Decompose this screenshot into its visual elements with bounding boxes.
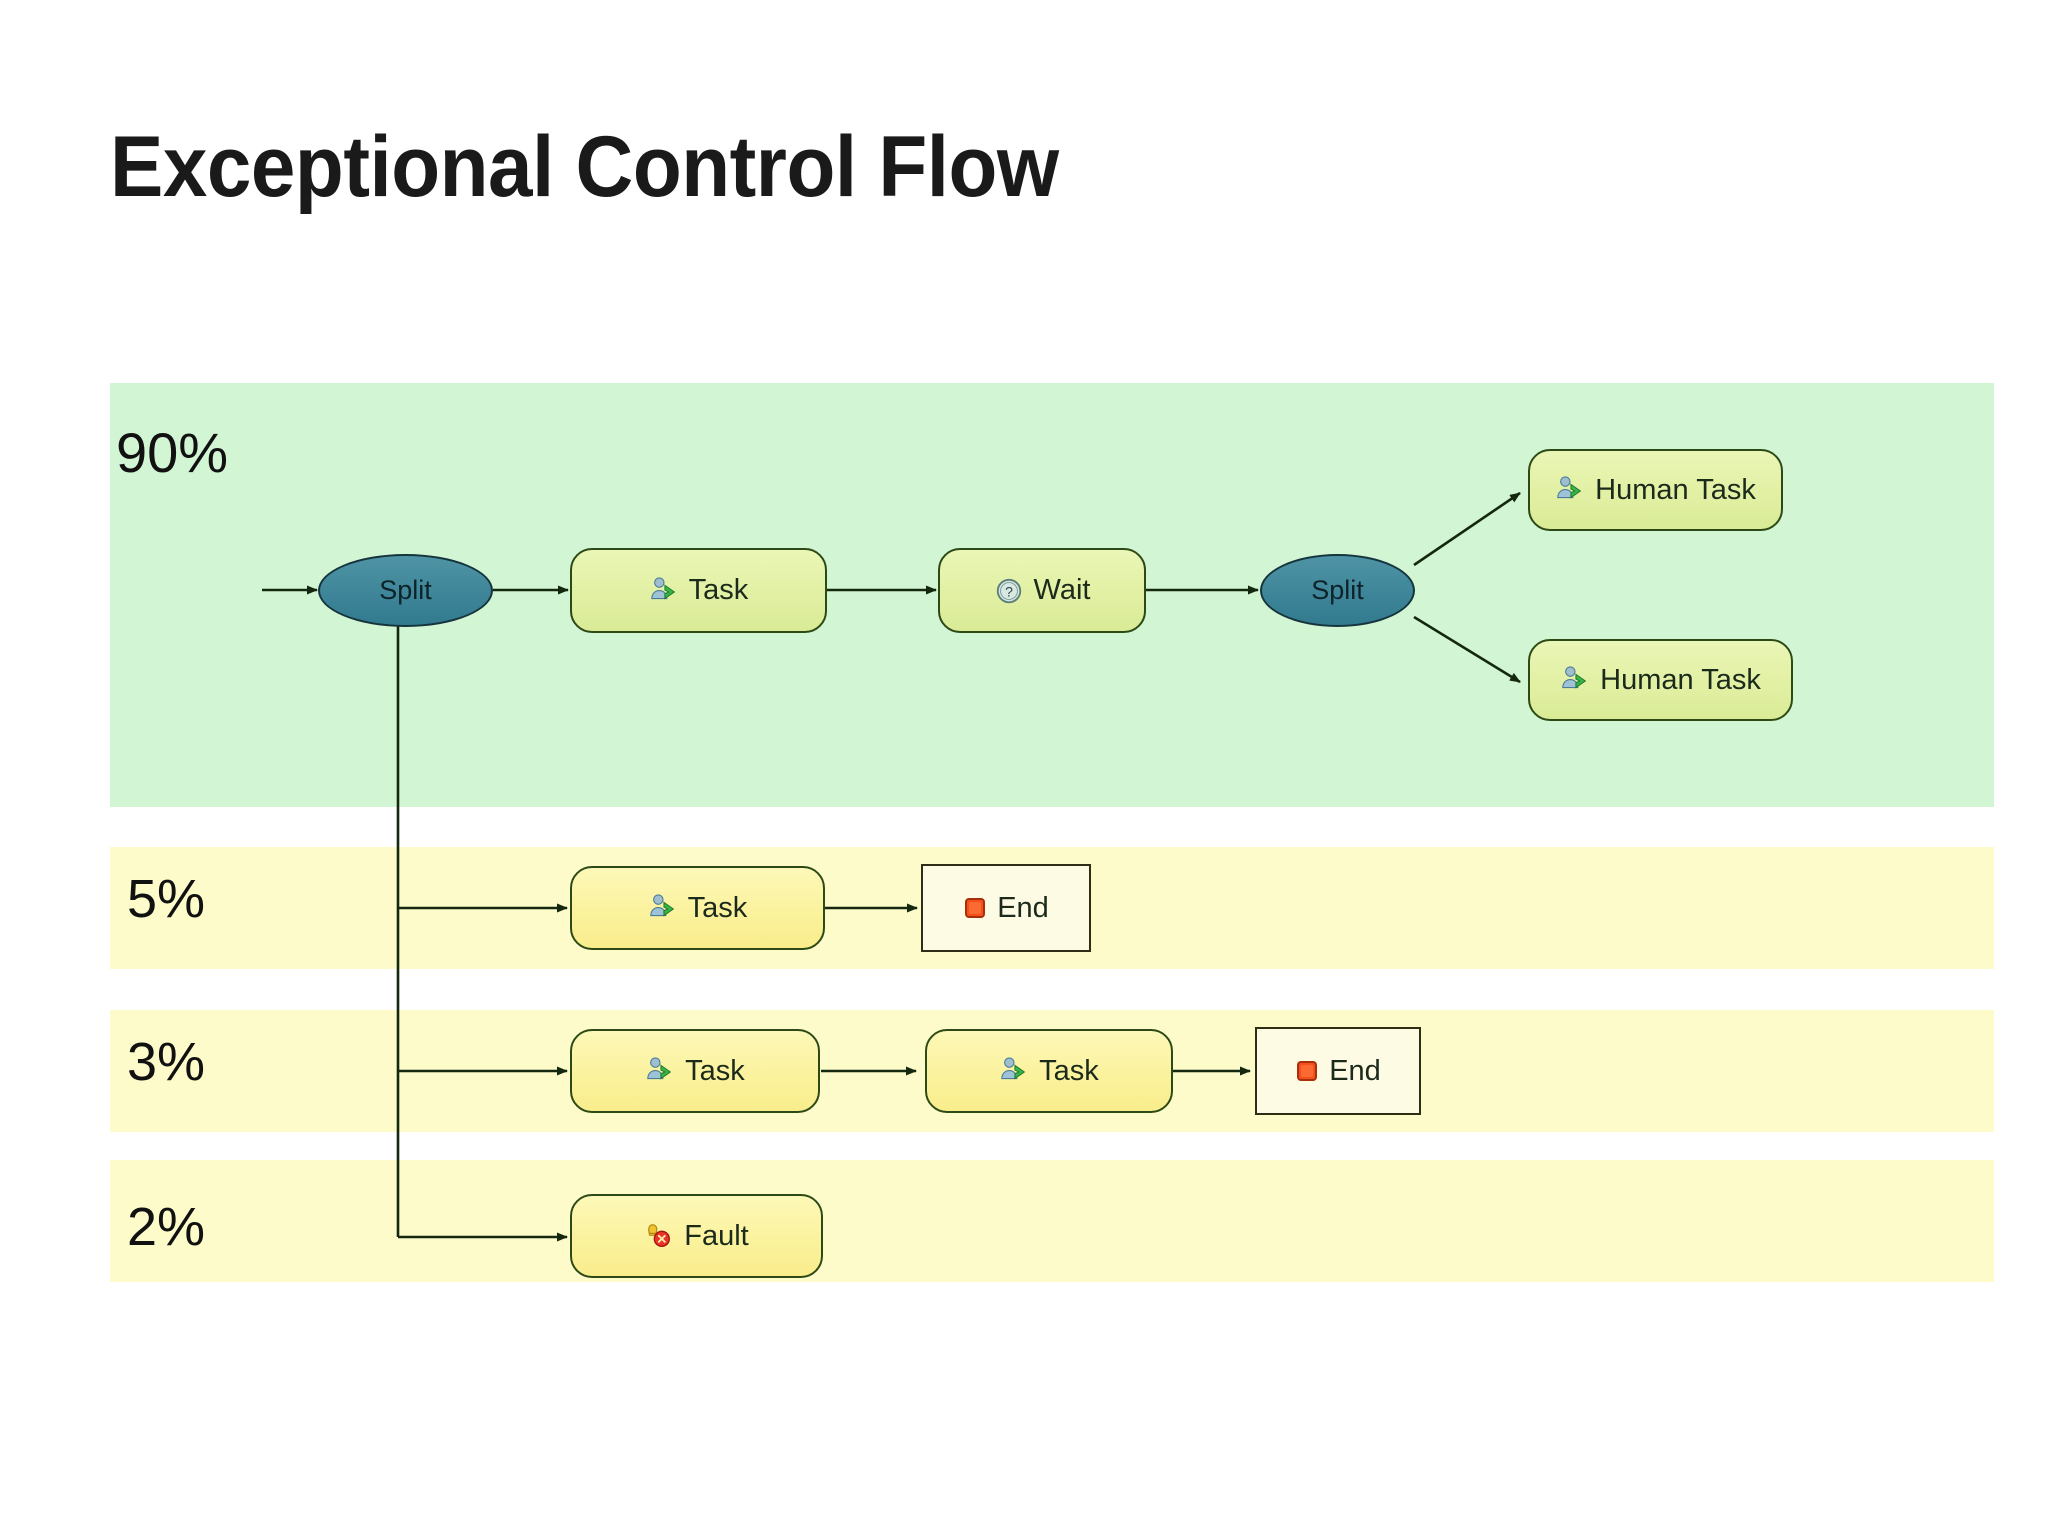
band-percent-label-90: 90% <box>116 421 229 484</box>
node-label: Fault <box>684 1219 749 1252</box>
fault-alarm-icon <box>644 1221 674 1251</box>
band-percent-label-5: 5% <box>127 869 206 929</box>
stop-square-icon <box>1295 1059 1319 1083</box>
node-label: Task <box>1039 1054 1099 1087</box>
node-label: Human Task <box>1600 663 1761 696</box>
node-label: End <box>1329 1054 1381 1087</box>
person-task-icon <box>1560 665 1590 695</box>
node-label: Task <box>685 1054 745 1087</box>
node-task-3pct-a[interactable]: Task <box>570 1029 820 1113</box>
node-wait[interactable]: ? Wait <box>938 548 1146 633</box>
person-task-icon <box>648 893 678 923</box>
svg-text:?: ? <box>1005 583 1013 599</box>
node-human-task-2[interactable]: Human Task <box>1528 639 1793 721</box>
page-title: Exceptional Control Flow <box>110 119 1059 215</box>
swimlane-band-2 <box>110 1160 1994 1282</box>
node-label: Task <box>688 574 749 606</box>
band-percent-label-2: 2% <box>127 1197 206 1257</box>
node-label: Split <box>379 575 432 605</box>
node-task-5pct[interactable]: Task <box>570 866 825 950</box>
person-task-icon <box>1555 475 1585 505</box>
node-label: Split <box>1311 575 1364 605</box>
node-task-3pct-b[interactable]: Task <box>925 1029 1173 1113</box>
person-task-icon <box>649 576 679 606</box>
person-task-icon <box>999 1056 1029 1086</box>
band-percent-label-3: 3% <box>127 1032 206 1092</box>
node-label: Wait <box>1033 574 1091 606</box>
node-label: Task <box>687 891 748 924</box>
node-human-task-1[interactable]: Human Task <box>1528 449 1783 531</box>
node-split-2[interactable]: Split <box>1260 554 1415 627</box>
stop-square-icon <box>963 896 987 920</box>
node-task-main[interactable]: Task <box>570 548 827 633</box>
question-circle-icon: ? <box>994 576 1024 606</box>
node-split-1[interactable]: Split <box>318 554 493 627</box>
node-end-5pct[interactable]: End <box>921 864 1091 952</box>
node-end-3pct[interactable]: End <box>1255 1027 1421 1115</box>
node-label: Human Task <box>1595 473 1756 506</box>
node-label: End <box>997 891 1049 924</box>
node-fault-2pct[interactable]: Fault <box>570 1194 823 1278</box>
person-task-icon <box>645 1056 675 1086</box>
